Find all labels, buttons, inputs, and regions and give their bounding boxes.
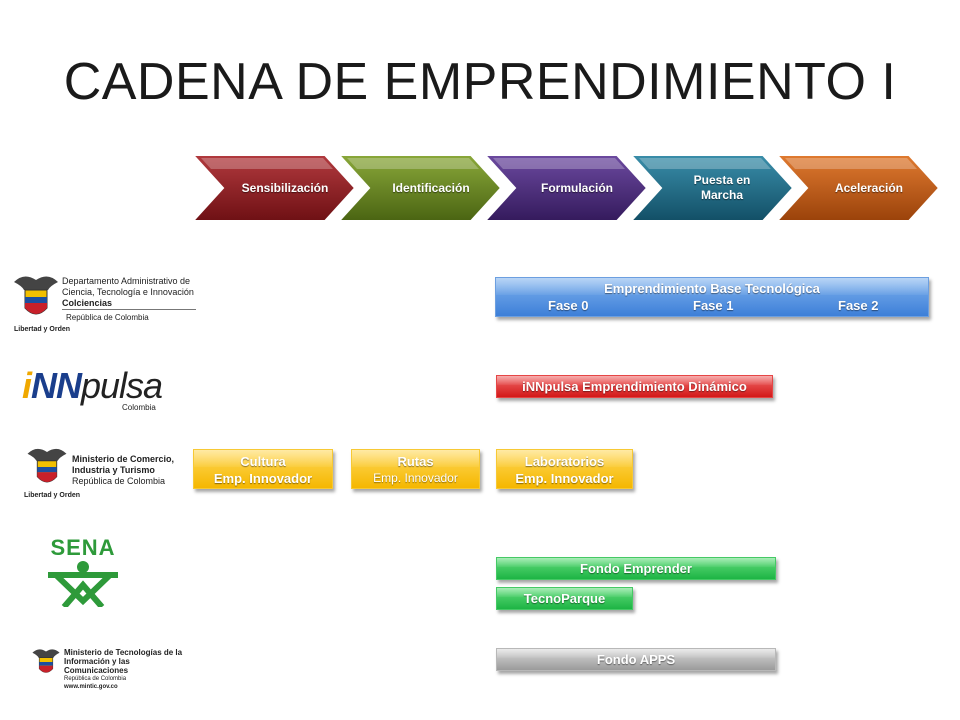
logo-url: www.mintic.gov.co	[64, 684, 118, 690]
program-rutas: Rutas Emp. Innovador	[351, 449, 480, 489]
coat-of-arms-icon	[32, 649, 60, 673]
stage-label: Sensibilización	[241, 180, 329, 195]
stage-puesta-en-marcha: Puesta en Marcha	[628, 154, 797, 222]
program-label: iNNpulsa Emprendimiento Dinámico	[522, 379, 747, 394]
logo-line: Ministerio de Tecnologías de la	[64, 648, 183, 657]
logo-motto: Libertad y Orden	[24, 492, 81, 499]
program-label: TecnoParque	[523, 591, 606, 606]
colciencias-logo: Departamento Administrativo de Ciencia, …	[8, 268, 198, 338]
program-ebt-title: Emprendimiento Base Tecnológica	[604, 281, 820, 296]
stage-formulacion: Formulación	[482, 154, 651, 222]
program-tecnoparque: TecnoParque	[496, 587, 633, 610]
logo-subtitle: República de Colombia	[66, 313, 149, 322]
mintic-logo: Ministerio de Tecnologías de la Informac…	[30, 646, 190, 690]
program-ebt: Emprendimiento Base Tecnológica Fase 0 F…	[495, 277, 929, 317]
program-label: Laboratorios	[524, 454, 605, 469]
program-sublabel: Emp. Innovador	[515, 471, 614, 486]
coat-of-arms-icon	[14, 276, 58, 315]
coat-of-arms-icon	[27, 448, 67, 483]
program-cultura: Cultura Emp. Innovador	[193, 449, 333, 489]
brand-pulsa: pulsa	[81, 365, 163, 406]
logo-divider	[62, 309, 196, 310]
brand-nn: NN	[31, 365, 82, 406]
mincomercio-text: Ministerio de Comercio, Industria y Turi…	[72, 454, 174, 487]
stage-label: Aceleración	[834, 180, 904, 195]
stage-label: Puesta en Marcha	[693, 173, 751, 202]
phase-label: Fase 1	[693, 298, 734, 313]
program-label: Rutas	[397, 454, 434, 469]
brand-i: i	[22, 365, 32, 406]
stage-label: Formulación	[540, 180, 613, 195]
logo-line: Ministerio de Comercio,	[72, 454, 175, 464]
logo-subtitle: República de Colombia	[72, 476, 166, 486]
program-fondo-emprender: Fondo Emprender	[496, 557, 776, 580]
colciencias-text: Departamento Administrativo de Ciencia, …	[62, 276, 194, 309]
innpulsa-wordmark: iNNpulsa	[22, 365, 163, 406]
program-ebt-phases: Fase 0 Fase 1 Fase 2	[496, 298, 928, 314]
phase-label: Fase 2	[838, 298, 879, 313]
program-fondo-apps: Fondo APPS	[496, 648, 776, 671]
sena-logo: SENA	[42, 535, 124, 607]
stage-aceleracion: Aceleración	[774, 154, 943, 222]
program-sublabel: Emp. Innovador	[373, 471, 458, 485]
program-laboratorios: Laboratorios Emp. Innovador	[496, 449, 633, 489]
program-sublabel: Emp. Innovador	[213, 471, 313, 486]
program-label: Cultura	[240, 454, 286, 469]
logo-motto: Libertad y Orden	[14, 326, 71, 333]
program-innpulsa: iNNpulsa Emprendimiento Dinámico	[496, 375, 773, 398]
sena-emblem-icon	[48, 561, 118, 607]
stage-sensibilizacion: Sensibilización	[190, 154, 359, 222]
stage-identificacion: Identificación	[336, 154, 505, 222]
stage-label: Identificación	[392, 180, 470, 195]
phase-label: Fase 0	[548, 298, 589, 313]
logo-line: Departamento Administrativo de	[62, 276, 191, 286]
mincomercio-logo: Ministerio de Comercio, Industria y Turi…	[22, 444, 192, 502]
innpulsa-logo: iNNpulsa Colombia	[22, 366, 172, 416]
logo-line: Información y las Comunicaciones	[64, 657, 130, 675]
logo-line: Ciencia, Tecnología e Innovación	[62, 287, 194, 297]
sena-wordmark: SENA	[50, 535, 116, 560]
program-label: Fondo APPS	[596, 652, 676, 667]
innpulsa-country: Colombia	[122, 403, 156, 412]
logo-subtitle: República de Colombia	[64, 676, 127, 682]
logo-line: Colciencias	[62, 298, 113, 308]
mintic-text: Ministerio de Tecnologías de la Informac…	[64, 648, 190, 691]
slide-title: CADENA DE EMPRENDIMIENTO I	[63, 53, 897, 111]
logo-line: Industria y Turismo	[72, 465, 155, 475]
program-label: Fondo Emprender	[580, 561, 692, 576]
